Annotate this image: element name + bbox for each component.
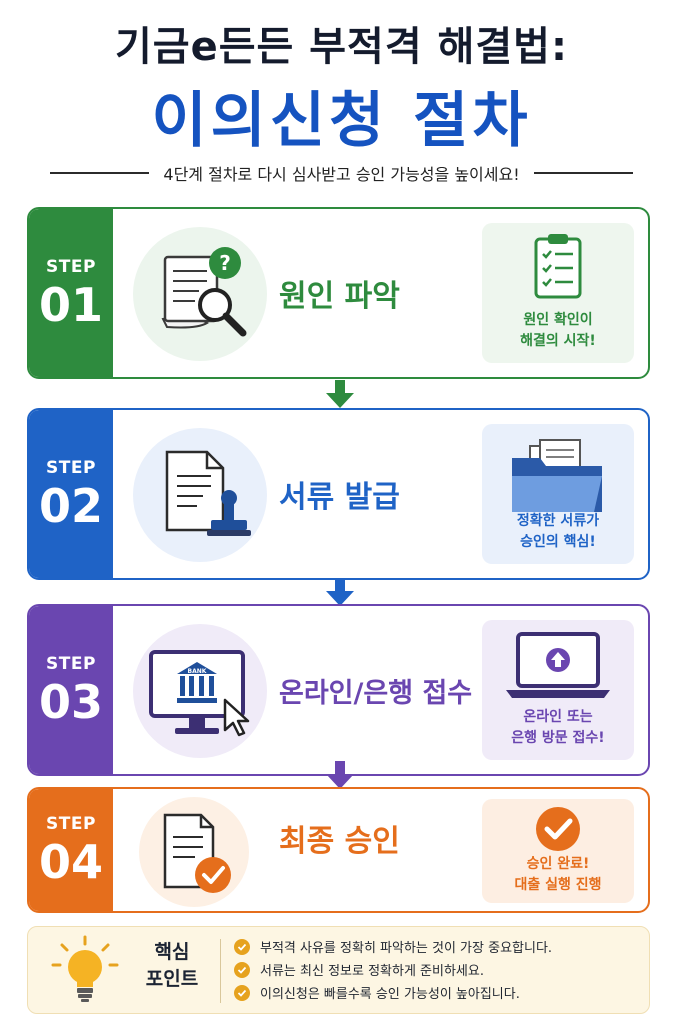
step-note-2: 정확한 서류가 승인의 핵심! [516,513,600,550]
arrow-down-icon [326,761,354,789]
clipboard-checklist-icon [534,234,582,299]
step-badge-number: 04 [38,834,103,889]
step-badge-label: STEP [46,813,96,834]
step-note-4: 승인 완료! 대출 실행 진행 [514,856,602,893]
step-card-2: STEP 02 서류 발급 정확한 서류가 승인의 핵심! [27,408,650,580]
document-check-icon [163,813,231,893]
check-icon [234,984,250,1001]
page-title-line1: 기금e든든 부적격 해결법: [115,24,568,70]
step-badge-number: 03 [38,674,103,729]
step-side-card-1: 원인 확인이 해결의 시작! [482,223,634,363]
step-title-4: 최종 승인 [279,824,400,859]
key-points-list: 부적격 사유를 정확히 파악하는 것이 가장 중요합니다. 서류는 최신 정보로… [234,935,552,1004]
step-side-card-3: 온라인 또는 은행 방문 접수! [482,620,634,760]
step-badge-1: STEP 01 [29,209,113,377]
document-search-icon: ? [161,247,247,337]
list-item: 서류는 최신 정보로 정확하게 준비하세요. [234,958,552,981]
step-badge-3: STEP 03 [29,606,113,774]
step-note-1: 원인 확인이 해결의 시작! [520,312,596,349]
step-icon-circle-1: ? [133,227,267,361]
bank-monitor-icon: BANK [149,650,250,737]
arrow-down-icon [326,578,354,606]
folder-icon [512,439,602,512]
step-title-3: 온라인/은행 접수 [279,677,473,709]
step-badge-2: STEP 02 [29,410,113,578]
step-card-1: STEP 01 ? 원인 파악 원인 확인이 [27,207,650,379]
key-points-box: 핵심 포인트 부적격 사유를 정확히 파악하는 것이 가장 중요합니다. 서류는… [27,926,650,1014]
key-points-label: 핵심 포인트 [145,941,199,990]
svg-text:?: ? [219,251,231,275]
subtitle: 4단계 절차로 다시 심사받고 승인 가능성을 높이세요! [163,165,520,184]
step-badge-number: 02 [38,478,103,533]
step-badge-label: STEP [46,457,96,478]
page-title-line2: 이의신청 절차 [151,86,532,156]
step-badge-4: STEP 04 [29,789,113,911]
step-badge-label: STEP [46,653,96,674]
step-side-card-2: 정확한 서류가 승인의 핵심! [482,424,634,564]
step-title-1: 원인 파악 [279,279,400,314]
step-card-3: STEP 03 BANK 온라인/은행 접수 온라인 또는 은행 방문 접수! [27,604,650,776]
step-icon-circle-3: BANK [133,624,267,758]
step-icon-circle-2 [133,428,267,562]
list-item: 이의신청은 빠를수록 승인 가능성이 높아집니다. [234,981,552,1004]
svg-text:BANK: BANK [188,668,207,675]
step-badge-label: STEP [46,256,96,277]
check-circle-icon [536,807,580,851]
step-note-3: 온라인 또는 은행 방문 접수! [511,709,605,746]
subtitle-row: 4단계 절차로 다시 심사받고 승인 가능성을 높이세요! [50,158,634,188]
laptop-upload-icon [506,632,610,698]
key-points-divider [220,939,221,1003]
check-icon [234,961,250,978]
subtitle-rule-left [50,172,150,174]
arrow-down-icon [326,380,354,408]
step-icon-circle-4 [139,797,249,907]
check-icon [234,938,250,955]
step-title-2: 서류 발급 [279,480,400,515]
document-stamp-icon [165,450,251,536]
step-card-4: STEP 04 최종 승인 승인 완료! 대출 실행 진행 [27,787,650,913]
lightbulb-icon [51,935,119,1002]
step-side-card-4: 승인 완료! 대출 실행 진행 [482,799,634,903]
step-badge-number: 01 [38,277,103,332]
list-item: 부적격 사유를 정확히 파악하는 것이 가장 중요합니다. [234,935,552,958]
subtitle-rule-right [533,172,634,174]
